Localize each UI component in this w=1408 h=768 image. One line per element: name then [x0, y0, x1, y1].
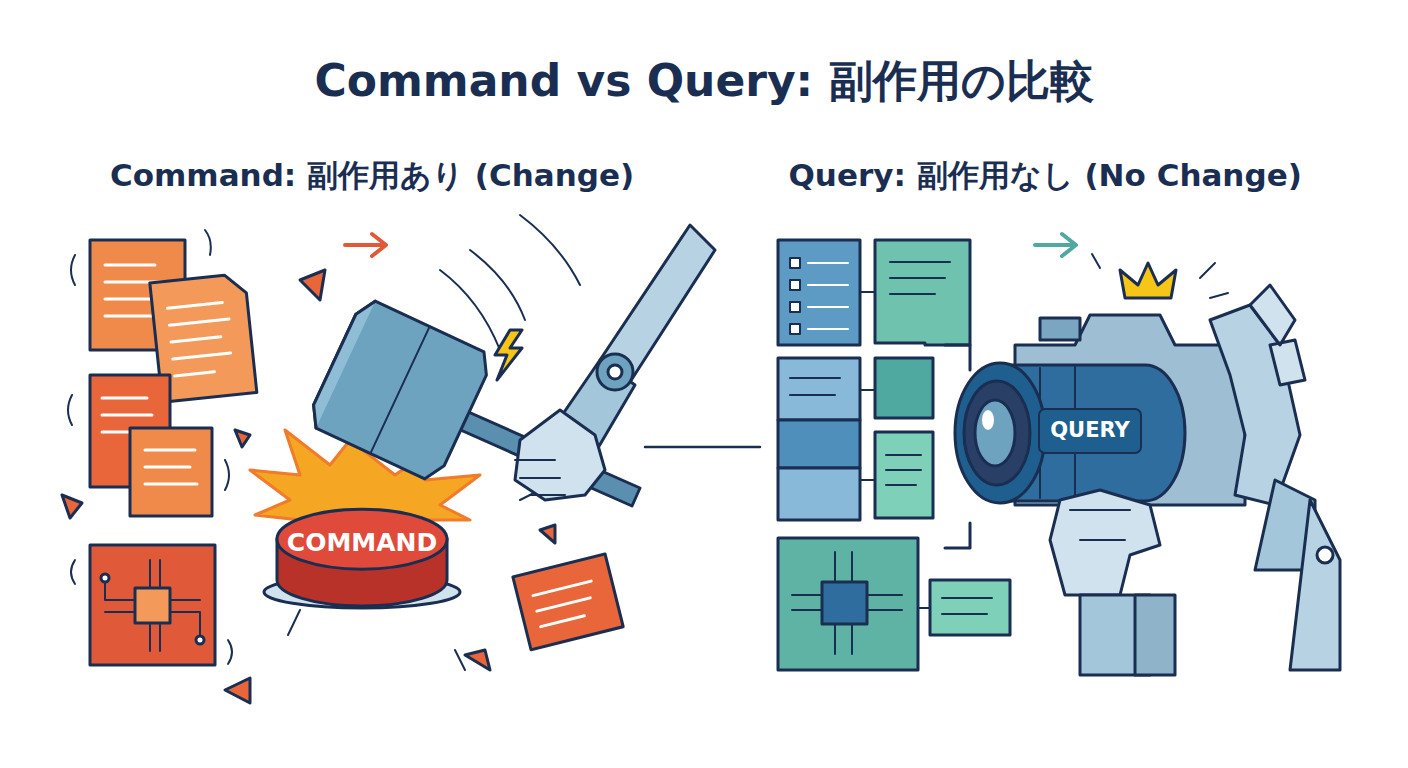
node-text: QUERY	[1038, 418, 1142, 442]
robot-arm	[515, 225, 715, 500]
circuit-chip	[71, 545, 232, 665]
circuit-chip	[778, 538, 1010, 670]
node-text: COMMAND	[262, 528, 462, 557]
document-grid	[778, 240, 970, 548]
crown	[1092, 254, 1228, 298]
document-stack	[68, 230, 257, 516]
panel-heading: Query: 副作用なし (No Change)	[789, 155, 1302, 197]
robot-hands	[1050, 285, 1340, 675]
diagram-title: Command vs Query: 副作用の比較	[0, 52, 1408, 111]
hammer	[305, 215, 640, 506]
flying-debris	[62, 270, 623, 703]
arrow-symbol	[1035, 234, 1076, 256]
panel-heading: Command: 副作用あり (Change)	[110, 155, 634, 197]
command-button: COMMAND	[262, 492, 462, 610]
arrow-symbol	[345, 234, 386, 256]
camera	[955, 315, 1245, 505]
query-label: QUERY	[1038, 408, 1142, 454]
divider-line	[645, 446, 760, 449]
